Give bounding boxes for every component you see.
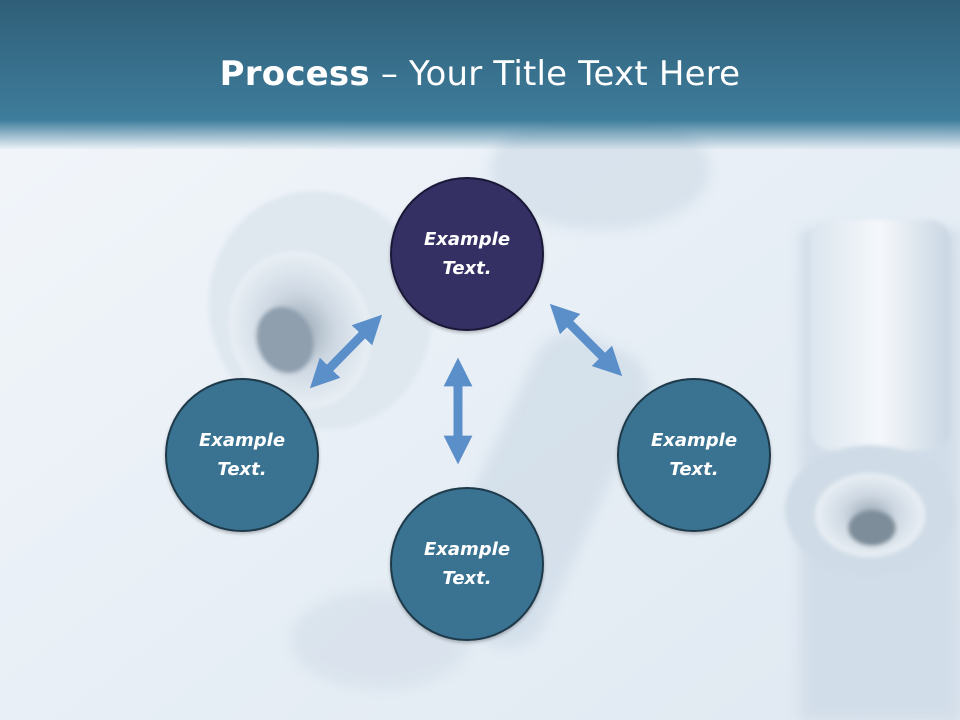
arrow-top-left bbox=[309, 314, 383, 389]
node-right-label: Example Text. bbox=[650, 430, 738, 480]
title-rest: Your Title Text Here bbox=[409, 54, 741, 94]
node-top: Example Text. bbox=[390, 177, 544, 331]
title-bold: Process bbox=[219, 54, 370, 94]
header-band bbox=[0, 0, 960, 150]
node-right: Example Text. bbox=[617, 378, 771, 532]
title-separator: – bbox=[369, 54, 410, 94]
node-top-label: Example Text. bbox=[423, 229, 511, 279]
node-bottom-label: Example Text. bbox=[423, 539, 511, 589]
node-bottom: Example Text. bbox=[390, 487, 544, 641]
slide-title: Process – Your Title Text Here bbox=[0, 52, 960, 96]
arrow-top-right bbox=[549, 303, 623, 377]
node-left: Example Text. bbox=[165, 378, 319, 532]
node-left-label: Example Text. bbox=[198, 430, 286, 480]
